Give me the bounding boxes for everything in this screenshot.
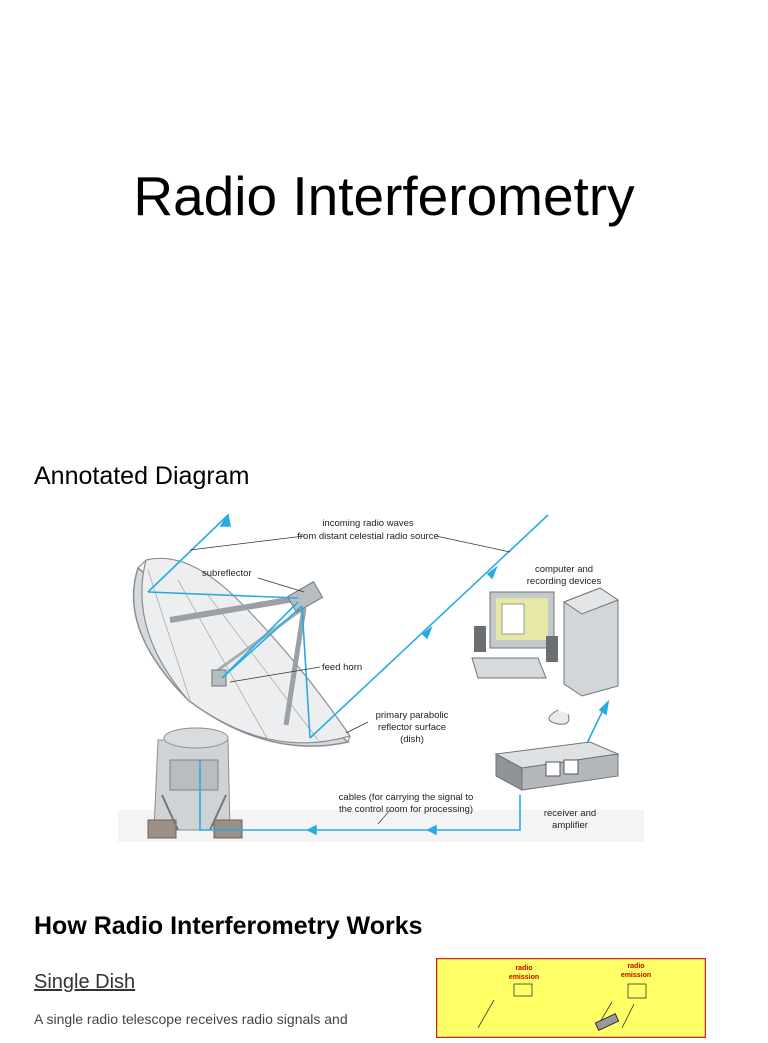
- primary-reflector-label-3: (dish): [400, 734, 424, 745]
- radio-emission-label-left: radio: [515, 965, 532, 972]
- waveform-box-right: [627, 983, 647, 999]
- annotated-diagram-heading: Annotated Diagram: [34, 462, 250, 490]
- figure-background: [435, 957, 707, 1039]
- computer-label: computer and: [535, 564, 593, 575]
- feed-horn-label: feed horn: [322, 662, 362, 673]
- radio-telescope-diagram: incoming radio waves from distant celest…: [118, 510, 644, 842]
- emission-ray-left: [477, 999, 495, 1029]
- subreflector-label: subreflector: [202, 568, 252, 579]
- cables-label: cables (for carrying the signal to: [339, 792, 474, 803]
- radio-emission-label-right-2: emission: [621, 972, 651, 979]
- subreflector-supports: [169, 581, 324, 726]
- computer-label-2: recording devices: [527, 576, 602, 587]
- how-it-works-heading: How Radio Interferometry Works: [34, 912, 423, 940]
- receiver-label-2: amplifier: [552, 820, 588, 831]
- feed-horn: [211, 669, 227, 687]
- slide-title: Radio Interferometry: [133, 165, 635, 227]
- single-dish-subheading: Single Dish: [34, 971, 136, 993]
- cables-label-2: the control room for processing): [339, 804, 473, 815]
- primary-reflector-label: primary parabolic: [376, 710, 449, 721]
- incoming-waves-label: incoming radio waves: [322, 518, 414, 529]
- receiver-label: receiver and: [544, 808, 596, 819]
- receiver-and-amplifier: [494, 741, 620, 791]
- emission-ray-right: [599, 1001, 613, 1023]
- single-dish-body-text: A single radio telescope receives radio …: [34, 1011, 348, 1027]
- radio-emission-label-left-2: emission: [509, 974, 539, 981]
- computer-and-recording-devices: [471, 587, 620, 725]
- radio-emission-label-right: radio: [627, 963, 644, 970]
- radio-wave-rays: [147, 512, 610, 836]
- label-leader-lines: [189, 535, 511, 825]
- incoming-waves-label-2: from distant celestial radio source: [297, 531, 439, 542]
- waveform-box-left: [513, 983, 533, 997]
- primary-reflector-label-2: reflector surface: [378, 722, 446, 733]
- single-dish-figure: radio emission radio emission: [435, 957, 707, 1039]
- telescope-mount: [147, 727, 243, 839]
